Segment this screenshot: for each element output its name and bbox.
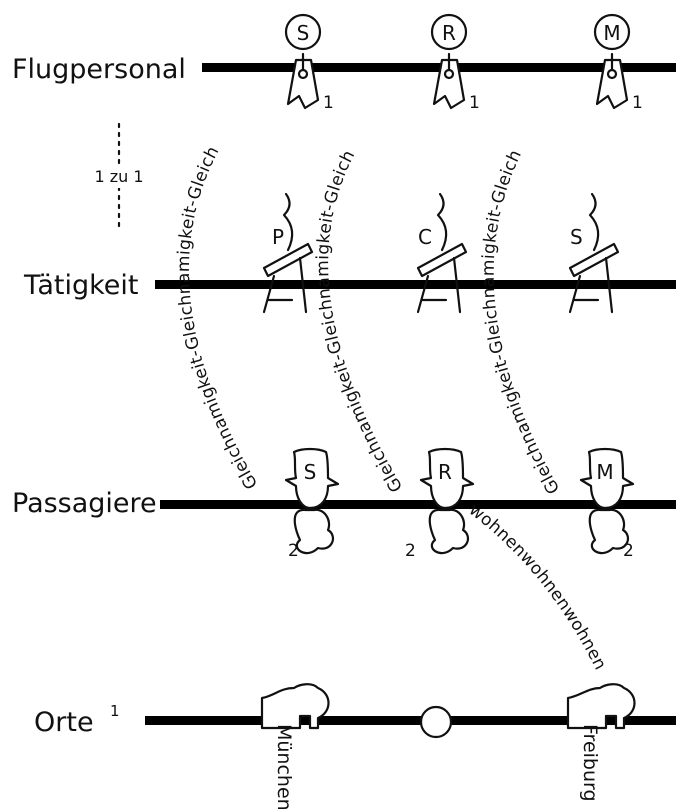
passenger-index-r: 2	[405, 541, 416, 561]
passenger-letter-s: S	[304, 460, 317, 484]
activity-letter-c: C	[418, 225, 432, 249]
place-marker-freiburg	[566, 683, 636, 730]
activity-figure-s: S	[568, 192, 620, 314]
arc-label-1-text: Gleichnamigkeit-Gleichnamigkeit-Gleich	[174, 143, 262, 492]
arc-label-3: Gleichnamigkeit-Gleichnamigkeit-Gleich	[479, 147, 565, 497]
passagiere-line	[160, 500, 676, 509]
passenger-index-s: 2	[288, 541, 299, 561]
passenger-index-m: 2	[623, 541, 634, 561]
orte-line	[145, 716, 676, 725]
pilot-figure-s: S 1	[284, 13, 334, 113]
place-label-muenchen: München	[273, 724, 295, 811]
link-label-wohnen: wohnenwohnenwohnen	[465, 500, 610, 673]
row-label-orte: Orte	[34, 707, 94, 738]
pilot-index-m: 1	[632, 93, 643, 113]
pilot-figure-m: M 1	[593, 13, 643, 113]
pilot-index-r: 1	[469, 93, 480, 113]
activity-letter-s: S	[570, 225, 583, 249]
pilot-index-s: 1	[323, 93, 334, 113]
flugpersonal-line	[202, 63, 676, 72]
taetigkeit-line	[155, 280, 676, 289]
passenger-figure-s: S 2	[284, 447, 340, 561]
arc-label-2: Gleichnamigkeit-Gleichnamigkeit-Gleich	[313, 147, 407, 495]
activity-figure-p: P	[262, 192, 314, 314]
place-label-freiburg: Freiburg	[579, 724, 601, 802]
orte-footnote-marker: 1	[110, 702, 120, 720]
pilot-figure-r: R 1	[430, 13, 480, 113]
cardinality-label: 1 zu 1	[94, 167, 143, 186]
row-label-taetigkeit: Tätigkeit	[23, 270, 139, 301]
place-node-empty	[419, 705, 453, 739]
link-label-wohnen-text: wohnenwohnenwohnen	[465, 500, 610, 673]
passenger-letter-r: R	[438, 460, 452, 484]
arc-label-1: Gleichnamigkeit-Gleichnamigkeit-Gleich	[174, 143, 262, 492]
arc-label-2-text: Gleichnamigkeit-Gleichnamigkeit-Gleich	[313, 147, 407, 495]
cardinality-connector: 1 zu 1	[92, 122, 146, 232]
passenger-figure-r: R 2	[405, 447, 475, 561]
activity-figure-c: C	[416, 192, 468, 314]
row-label-passagiere: Passagiere	[12, 488, 157, 519]
pilot-letter-m: M	[603, 21, 620, 45]
pilot-letter-s: S	[297, 21, 310, 45]
row-label-flugpersonal: Flugpersonal	[12, 54, 186, 85]
passenger-letter-m: M	[596, 460, 613, 484]
arc-label-3-text: Gleichnamigkeit-Gleichnamigkeit-Gleich	[479, 147, 564, 497]
passenger-figure-m: M 2	[579, 447, 635, 561]
place-marker-muenchen	[260, 683, 330, 730]
pilot-letter-r: R	[442, 21, 456, 45]
activity-letter-p: P	[272, 225, 284, 249]
